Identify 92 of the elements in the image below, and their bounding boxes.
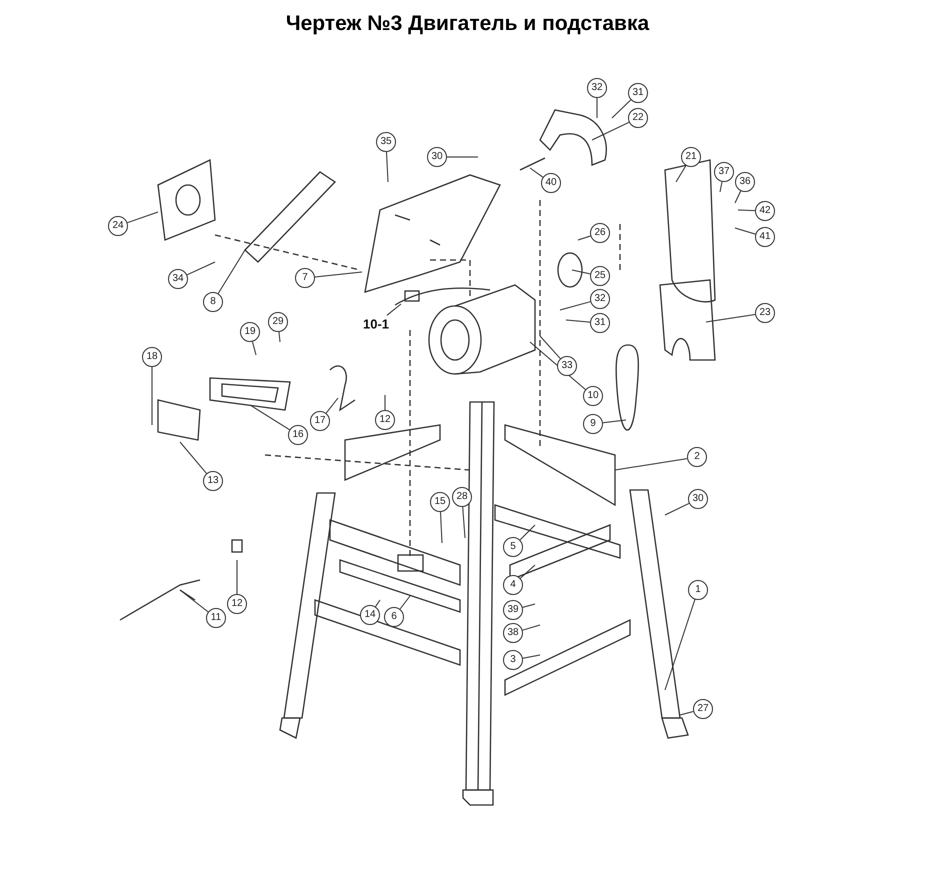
callout-number: 28 xyxy=(452,487,472,507)
title: Чертеж №3 Двигатель и подставка xyxy=(284,12,650,36)
leader-line xyxy=(520,524,536,540)
callout-number: 8 xyxy=(203,292,223,312)
leader-line xyxy=(676,165,686,182)
callout-number: 25 xyxy=(590,266,610,286)
callout-number: 2 xyxy=(687,447,707,467)
part-label: 10-1 xyxy=(362,316,390,332)
callout-number: 17 xyxy=(310,411,330,431)
callout-number: 12 xyxy=(375,410,395,430)
callout-number: 27 xyxy=(693,699,713,719)
callout-number: 1 xyxy=(688,580,708,600)
leader-line xyxy=(530,342,586,390)
callout-number: 31 xyxy=(628,83,648,103)
leader-line xyxy=(738,210,756,212)
leader-line xyxy=(680,711,694,716)
leader-line xyxy=(375,600,380,608)
leader-line xyxy=(522,654,540,659)
callout-number: 23 xyxy=(755,303,775,323)
leader-line xyxy=(592,122,630,140)
leader-line xyxy=(186,262,216,276)
callout-number: 12 xyxy=(227,594,247,614)
callout-number: 13 xyxy=(203,471,223,491)
leader-line xyxy=(386,152,388,182)
callout-number: 36 xyxy=(735,172,755,192)
callout-number: 10 xyxy=(583,386,603,406)
leader-line xyxy=(540,336,561,360)
callout-number: 19 xyxy=(240,322,260,342)
callout-number: 26 xyxy=(590,223,610,243)
callout-number: 3 xyxy=(503,650,523,670)
leader-line xyxy=(440,512,442,544)
callout-number: 14 xyxy=(360,605,380,625)
leader-line xyxy=(734,228,756,235)
callout-number: 33 xyxy=(557,356,577,376)
leader-line xyxy=(614,458,688,470)
leader-line xyxy=(560,301,591,310)
callout-number: 35 xyxy=(376,132,396,152)
leader-line xyxy=(522,604,536,608)
leader-line xyxy=(314,272,362,278)
leader-line xyxy=(180,442,207,474)
callout-number: 11 xyxy=(206,608,226,628)
leader-line xyxy=(386,304,402,316)
leader-line xyxy=(384,394,386,410)
callout-number: 32 xyxy=(590,289,610,309)
callout-number: 18 xyxy=(142,347,162,367)
leader-line xyxy=(446,156,478,158)
leader-line xyxy=(602,420,626,424)
leader-line xyxy=(720,181,722,192)
callout-number: 24 xyxy=(108,216,128,236)
callout-number: 7 xyxy=(295,268,315,288)
callout-number: 22 xyxy=(628,108,648,128)
callout-number: 9 xyxy=(583,414,603,434)
callout-number: 32 xyxy=(587,78,607,98)
callout-number: 40 xyxy=(541,173,561,193)
leader-line xyxy=(236,560,238,594)
callout-number: 41 xyxy=(755,227,775,247)
leader-line xyxy=(734,190,742,204)
leader-line xyxy=(530,168,544,178)
callout-number: 16 xyxy=(288,425,308,445)
leader-line xyxy=(566,320,590,323)
leader-line xyxy=(520,564,536,579)
leader-line xyxy=(252,341,256,356)
callout-number: 37 xyxy=(714,162,734,182)
leader-line xyxy=(326,398,338,414)
callout-number: 29 xyxy=(268,312,288,332)
callout-number: 15 xyxy=(430,492,450,512)
leader-line xyxy=(706,314,756,322)
leader-line xyxy=(180,590,209,612)
callout-number: 5 xyxy=(503,537,523,557)
leader-line xyxy=(572,270,591,274)
leader-line xyxy=(278,332,280,342)
callout-number: 38 xyxy=(503,623,523,643)
callout-number: 30 xyxy=(427,147,447,167)
leader-line xyxy=(250,404,290,430)
callout-number: 31 xyxy=(590,313,610,333)
leader-line xyxy=(400,596,410,610)
callout-number: 39 xyxy=(503,600,523,620)
leader-line xyxy=(126,212,158,224)
callout-number: 6 xyxy=(384,607,404,627)
leader-line xyxy=(664,599,696,690)
callout-number: 4 xyxy=(503,575,523,595)
leader-line xyxy=(612,99,632,118)
leader-line xyxy=(218,250,246,294)
leader-line xyxy=(596,98,598,118)
leader-line xyxy=(578,236,591,240)
leader-line xyxy=(664,502,690,516)
callout-number: 42 xyxy=(755,201,775,221)
leader-line xyxy=(462,506,466,538)
callout-number: 30 xyxy=(688,489,708,509)
leader-line xyxy=(522,624,540,631)
callout-number: 21 xyxy=(681,147,701,167)
callout-number: 34 xyxy=(168,269,188,289)
